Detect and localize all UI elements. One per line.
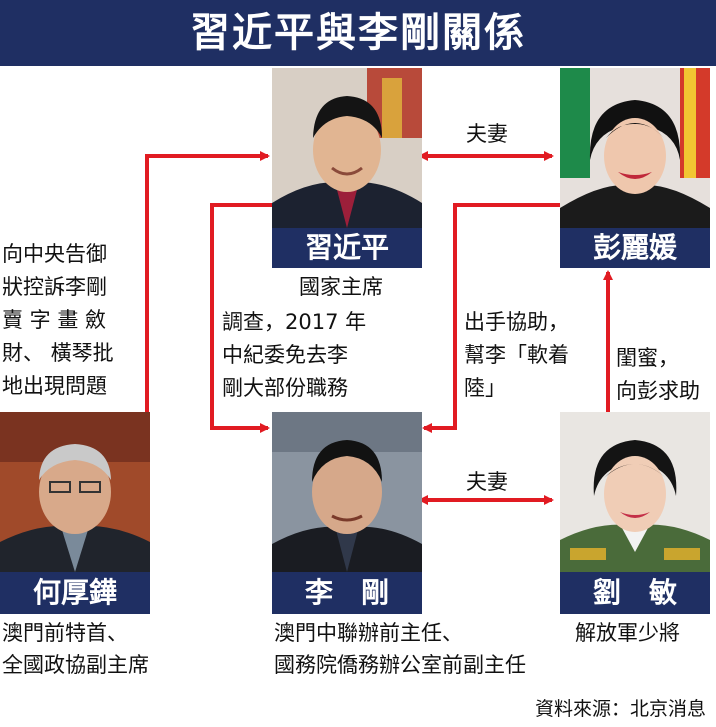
li-name: 李 剛 [304,576,389,609]
note-ho-to-xi-line-5: 地出現問題 [2,374,107,398]
xi-role: 國家主席 [299,275,383,299]
note-ho-to-xi-line-2: 狀控訴李剛 [2,275,107,299]
peng-nameplate: 彭麗媛 [560,228,710,268]
note-ho-to-xi-line-3: 賣 字 畫 斂 [2,308,107,332]
arrow-ho-to-xi [145,151,270,412]
liu-role: 解放軍少將 [575,621,680,645]
note-ho-to-xi: 向中央告御 狀控訴李剛 賣 字 畫 斂 財、 橫琴批 地出現問題 [2,238,114,403]
ho-role-line-2: 全國政協副主席 [2,653,149,677]
note-ho-to-xi-line-1: 向中央告御 [2,242,107,266]
ho-portrait [0,412,150,572]
xi-nameplate: 習近平 [272,228,422,268]
diagram-title: 習近平與李剛關係 [190,9,526,56]
spouse-label-bottom: 夫妻 [466,470,508,494]
note-peng-to-li-line-2: 幫李「軟着 [464,343,569,367]
liu-name: 劉 敏 [592,576,677,609]
note-liu-to-peng-line-1: 閨蜜， [616,346,679,370]
note-xi-to-li-line-3: 剛大部份職務 [222,376,348,400]
li-role-line-2: 國務院僑務辦公室前副主任 [274,653,526,677]
liu-nameplate: 劉 敏 [560,572,710,614]
note-peng-to-li-line-3: 陸」 [464,376,506,400]
source-credit: 資料來源：北京消息 [534,698,706,720]
xi-name: 習近平 [304,231,389,264]
arrow-xi-to-li [210,203,272,433]
li-role-line-1: 澳門中聯辦前主任、 [274,621,463,645]
note-peng-to-li: 出手協助， 幫李「軟着 陸」 [464,306,569,405]
xi-portrait [272,68,422,228]
note-xi-to-li-line-2: 中紀委免去李 [222,343,348,367]
title-bar [0,0,716,66]
spouse-label-top: 夫妻 [466,122,508,146]
note-ho-to-xi-line-4: 財、 橫琴批 [2,341,114,365]
liu-portrait [560,412,710,572]
note-liu-to-peng-line-2: 向彭求助 [616,379,700,403]
li-nameplate: 李 剛 [272,572,422,614]
li-portrait [272,412,422,572]
ho-role-line-1: 澳門前特首、 [2,621,128,645]
ho-nameplate: 何厚鏵 [0,572,150,614]
arrow-peng-to-li [422,203,560,433]
peng-portrait [560,68,710,228]
note-xi-to-li-line-1: 調查，2017 年 [222,310,367,334]
note-peng-to-li-line-1: 出手協助， [464,310,569,334]
ho-name: 何厚鏵 [32,576,117,609]
note-liu-to-peng: 閨蜜， 向彭求助 [616,342,700,408]
peng-name: 彭麗媛 [592,231,677,264]
note-xi-to-li: 調查，2017 年 中紀委免去李 剛大部份職務 [222,306,366,405]
